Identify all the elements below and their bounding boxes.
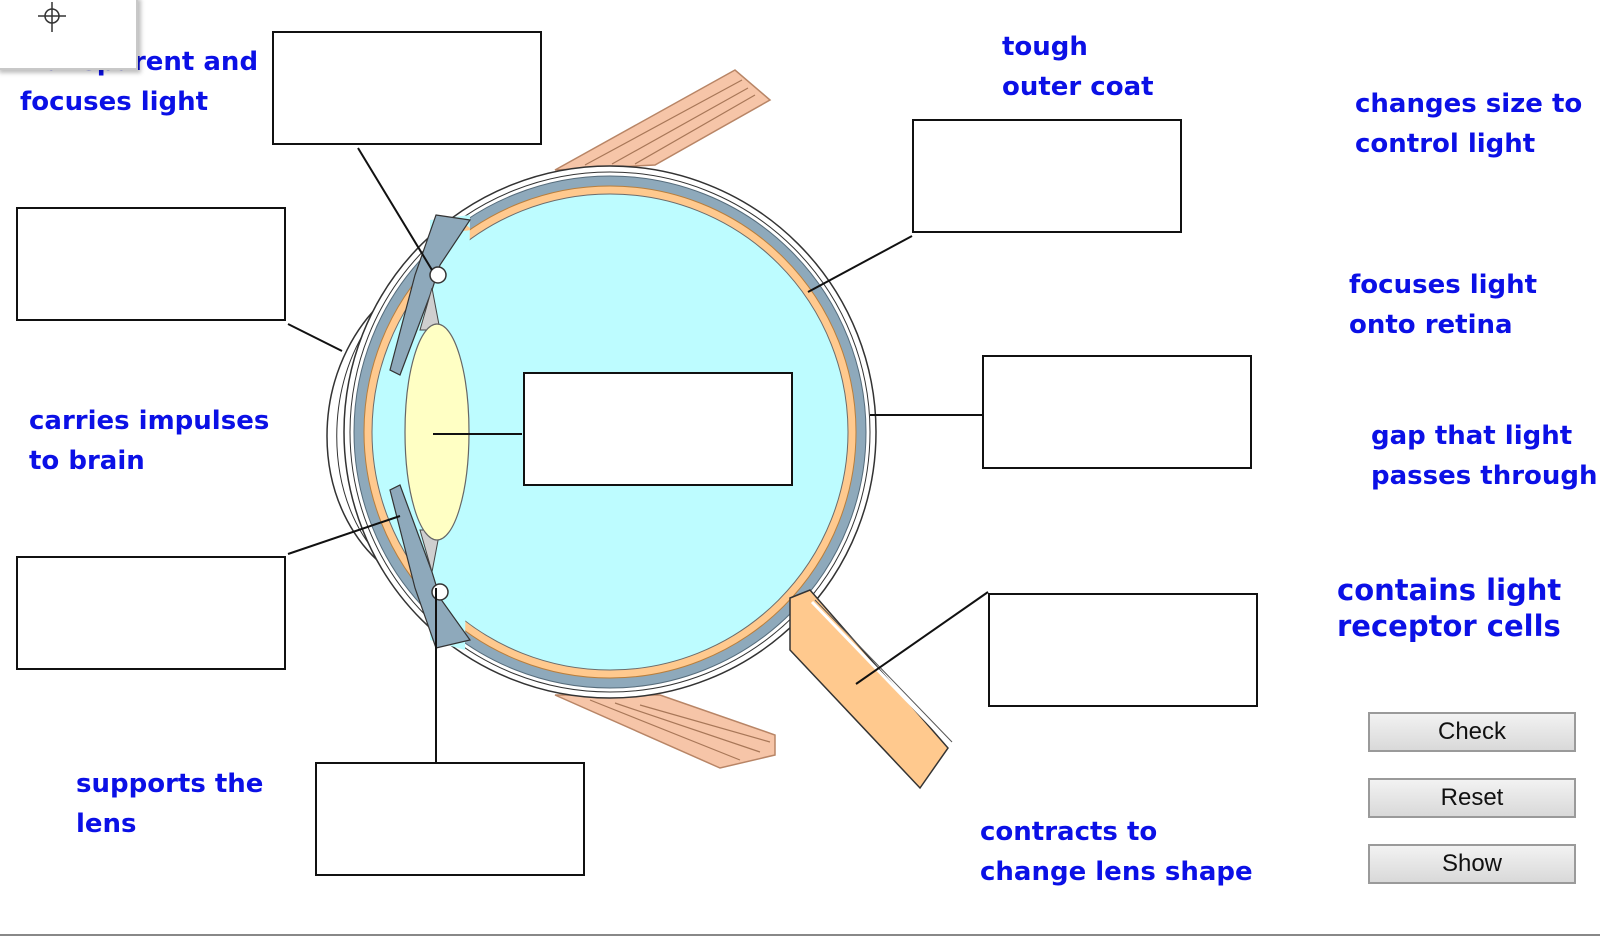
leader-lines [287, 147, 989, 762]
drop-box-suspensory[interactable] [315, 762, 585, 876]
optic-nerve [789, 589, 949, 790]
label-optic-nerve-line2: to brain [29, 446, 145, 476]
label-retina-line1: contains light [1337, 573, 1562, 607]
label-ciliary[interactable]: contracts to change lens shape [980, 812, 1253, 892]
drop-box-optic-nerve[interactable] [988, 593, 1258, 707]
label-lens-line1: focuses light [1349, 270, 1538, 300]
check-button[interactable]: Check [1368, 712, 1576, 752]
label-sclera-line1: tough [1002, 32, 1088, 62]
drop-box-sclera[interactable] [912, 119, 1182, 233]
label-suspensory[interactable]: supports the lens [76, 764, 263, 844]
crosshair-icon[interactable] [32, 2, 72, 38]
label-cornea-line2: focuses light [20, 87, 209, 117]
label-iris-line1: changes size to [1355, 89, 1583, 119]
ciliary-muscle-top [429, 266, 447, 284]
label-iris[interactable]: changes size to control light [1355, 84, 1582, 164]
drop-box-iris[interactable] [16, 207, 286, 321]
label-sclera[interactable]: tough outer coat [1002, 27, 1154, 107]
label-pupil[interactable]: gap that light passes through [1371, 416, 1598, 496]
label-retina[interactable]: contains light receptor cells [1337, 572, 1561, 644]
label-lens-line2: onto retina [1349, 310, 1513, 340]
label-lens[interactable]: focuses light onto retina [1349, 265, 1537, 345]
lower-muscle [554, 694, 776, 769]
label-pupil-line1: gap that light [1371, 421, 1573, 451]
label-optic-nerve[interactable]: carries impulses to brain [29, 401, 269, 481]
label-pupil-line2: passes through [1371, 461, 1598, 491]
label-suspensory-line1: supports the [76, 769, 264, 799]
show-button[interactable]: Show [1368, 844, 1576, 884]
lens [404, 323, 470, 541]
label-sclera-line2: outer coat [1002, 72, 1154, 102]
drop-box-retina[interactable] [982, 355, 1252, 469]
label-ciliary-line1: contracts to [980, 817, 1158, 847]
reset-button[interactable]: Reset [1368, 778, 1576, 818]
label-retina-line2: receptor cells [1337, 609, 1561, 643]
drop-box-ciliary[interactable] [16, 556, 286, 670]
drop-box-cornea[interactable] [272, 31, 542, 145]
label-suspensory-line2: lens [76, 809, 137, 839]
drop-box-lens[interactable] [523, 372, 793, 486]
label-optic-nerve-line1: carries impulses [29, 406, 270, 436]
label-iris-line2: control light [1355, 129, 1536, 159]
upper-muscle [554, 69, 772, 171]
bottom-divider [0, 934, 1600, 936]
ciliary-muscle-bottom [431, 583, 449, 601]
label-ciliary-line2: change lens shape [980, 857, 1253, 887]
corner-panel[interactable] [0, 0, 138, 70]
